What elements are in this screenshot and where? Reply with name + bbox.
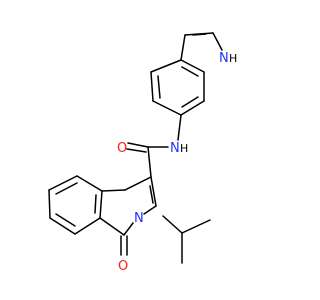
bond	[127, 142, 149, 148]
bond	[55, 213, 76, 227]
bond	[150, 59, 182, 73]
bond	[48, 189, 51, 219]
amide-oxygen-label: O	[117, 141, 127, 156]
bond	[74, 217, 101, 235]
amide-nitrogen-label: N	[170, 141, 180, 156]
bond	[101, 189, 126, 192]
bond	[152, 100, 182, 116]
bond	[212, 32, 223, 51]
bond	[180, 59, 205, 73]
bond-layer	[48, 32, 223, 264]
bond	[124, 176, 152, 191]
molecule-diagram: N H N H O N O	[48, 32, 237, 274]
bond	[143, 205, 157, 215]
bond	[55, 182, 78, 195]
bond	[94, 194, 97, 214]
ring-nitrogen-label: N	[134, 211, 144, 226]
bond	[149, 185, 154, 204]
bond	[177, 114, 182, 141]
bond	[99, 190, 103, 219]
bond	[147, 146, 152, 178]
bond	[126, 148, 147, 153]
bond	[162, 215, 183, 234]
bond	[150, 176, 157, 207]
bond	[99, 217, 125, 236]
bond	[181, 219, 211, 234]
bond	[192, 33, 207, 36]
bond	[76, 175, 103, 192]
bond	[157, 75, 161, 99]
bond	[150, 71, 154, 102]
bond	[181, 66, 199, 77]
indole-hydrogen-label: H	[229, 52, 237, 65]
bond	[123, 222, 134, 236]
bond	[180, 100, 205, 116]
bond	[180, 34, 186, 61]
amide-hydrogen-label: H	[180, 142, 188, 155]
indole-nitrogen-label: N	[219, 51, 229, 66]
label-layer: N H N H O N O	[117, 51, 237, 274]
carbonyl-oxygen-label: O	[118, 259, 128, 274]
bond	[181, 96, 199, 108]
bond	[49, 217, 76, 235]
bond	[48, 175, 78, 191]
